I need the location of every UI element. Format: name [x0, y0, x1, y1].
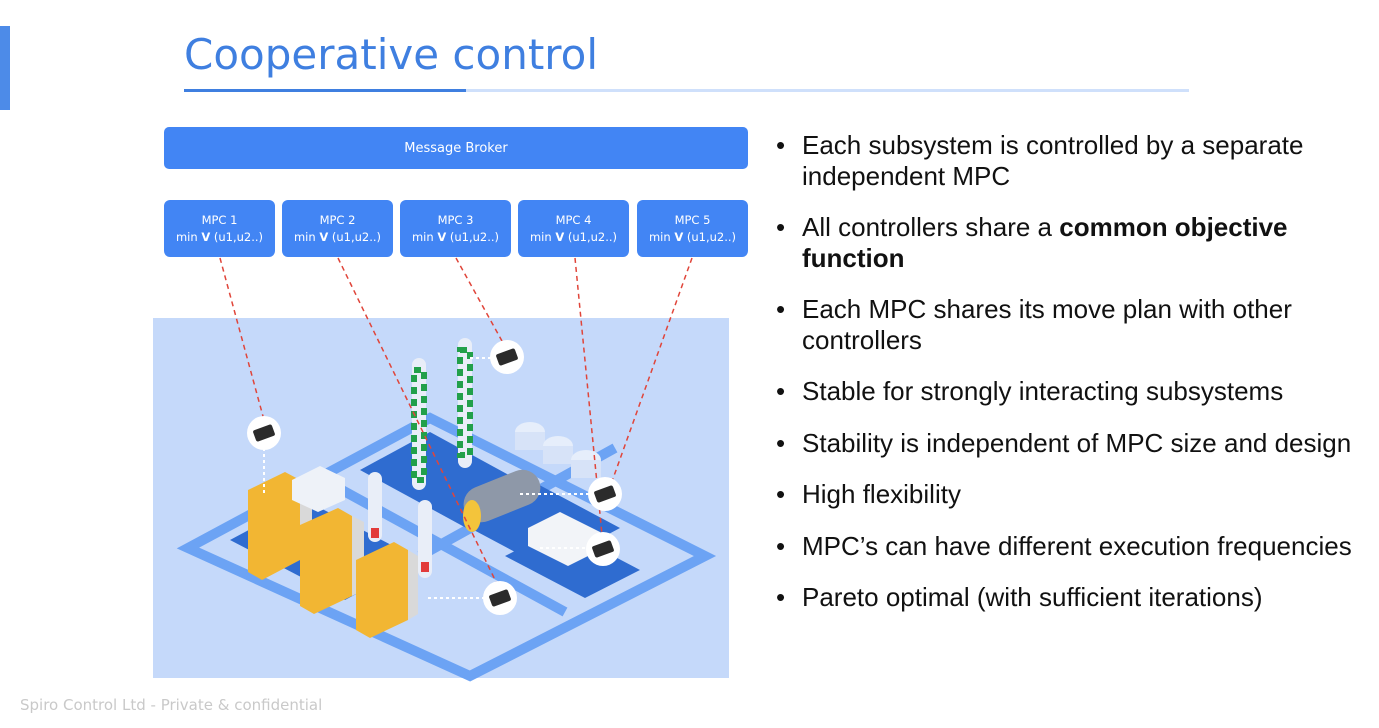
sensor-link-lines — [263, 357, 590, 599]
mpc-5-label: MPC 5 — [674, 213, 711, 227]
mpc-5-objective: min V (u1,u2..) — [648, 230, 737, 244]
mpc-2-objective: min V (u1,u2..) — [293, 230, 382, 244]
office-buildings — [248, 466, 600, 638]
slide-title: Cooperative control — [184, 30, 598, 79]
message-broker-label: Message Broker — [404, 140, 508, 156]
bullet-item: Each MPC shares its move plan with other… — [773, 294, 1373, 355]
bullet-item: Each subsystem is controlled by a separa… — [773, 130, 1373, 191]
bullet-list: Each subsystem is controlled by a separa… — [773, 130, 1373, 634]
title-underline — [184, 89, 1189, 92]
bullet-item: High flexibility — [773, 479, 1373, 510]
mpc-4-objective: min V (u1,u2..) — [529, 230, 618, 244]
horizontal-vessel — [463, 469, 541, 532]
bullet-item: MPC’s can have different execution frequ… — [773, 531, 1373, 562]
mpc-3-label: MPC 3 — [437, 213, 474, 227]
bullet-item: Stability is independent of MPC size and… — [773, 428, 1373, 459]
mpc-link-lines — [219, 257, 693, 591]
message-broker-box: Message Broker — [164, 127, 748, 169]
bullet-item: Pareto optimal (with sufficient iteratio… — [773, 582, 1373, 613]
mpc-1-box: MPC 1 min V (u1,u2..) — [164, 200, 275, 257]
title-underline-highlight — [184, 89, 466, 92]
confidentiality-footer: Spiro Control Ltd - Private & confidenti… — [20, 696, 323, 714]
mpc-3-box: MPC 3 min V (u1,u2..) — [400, 200, 511, 257]
bullet-item: Stable for strongly interacting subsyste… — [773, 376, 1373, 407]
mpc-3-objective: min V (u1,u2..) — [411, 230, 500, 244]
mpc-5-box: MPC 5 min V (u1,u2..) — [637, 200, 748, 257]
mpc-2-label: MPC 2 — [319, 213, 356, 227]
slide-accent-bar — [0, 26, 10, 110]
bullet-item: All controllers share a common objective… — [773, 212, 1373, 273]
sensor-devices — [247, 340, 622, 615]
mpc-4-label: MPC 4 — [555, 213, 592, 227]
distillation-columns — [368, 338, 473, 578]
mpc-2-box: MPC 2 min V (u1,u2..) — [282, 200, 393, 257]
mpc-1-objective: min V (u1,u2..) — [175, 230, 264, 244]
storage-tanks — [515, 422, 601, 478]
mpc-1-label: MPC 1 — [201, 213, 238, 227]
mpc-4-box: MPC 4 min V (u1,u2..) — [518, 200, 629, 257]
